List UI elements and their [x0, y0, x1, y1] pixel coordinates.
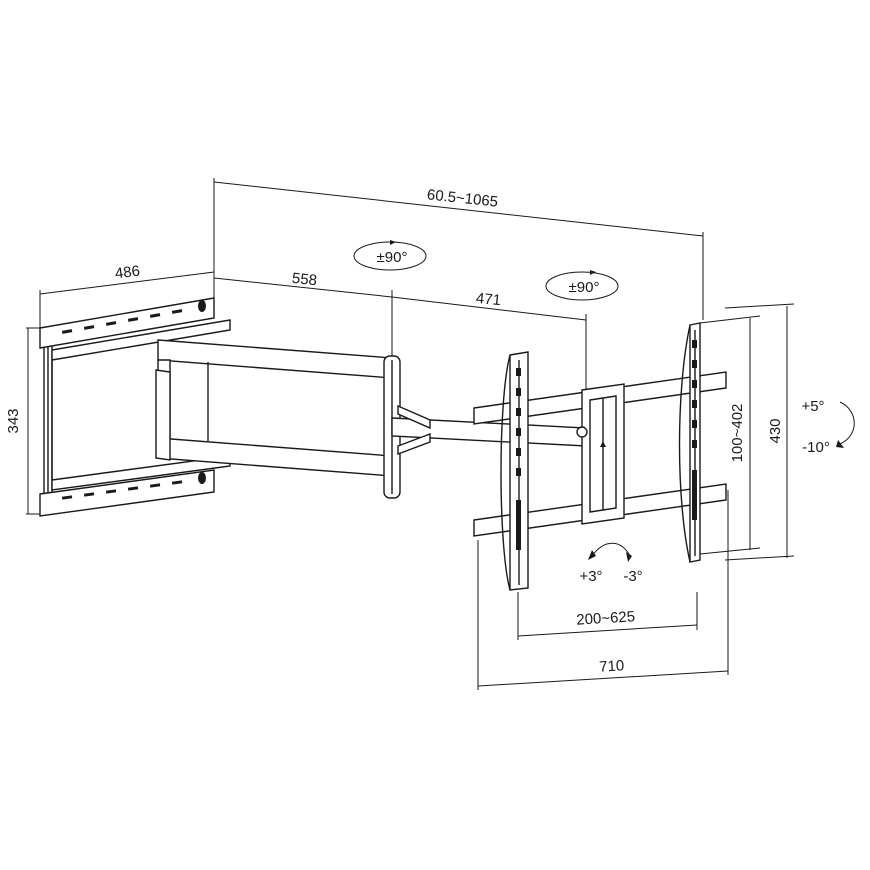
- swivel-arm1-label: ±90°: [377, 249, 408, 266]
- wall-plate-slots-bottom: [61, 472, 206, 500]
- tilt-down-label: -10°: [802, 439, 830, 456]
- tilt-up-label: +5°: [801, 398, 824, 415]
- tv-plate: [473, 322, 727, 591]
- tv-bracket-left-holes: [516, 368, 521, 550]
- rotation-indicator-arm1: ±90°: [353, 240, 427, 271]
- swivel-arm2-label: ±90°: [569, 279, 600, 296]
- dimension-wall-width: [39, 268, 215, 330]
- wall-plate: [39, 297, 231, 517]
- dimension-tv-width: [477, 490, 729, 690]
- tilt-indicator: +5° -10°: [801, 398, 855, 456]
- arm2-length-label: 471: [475, 290, 502, 310]
- dimension-arm2: [391, 296, 587, 390]
- wall-width-label: 486: [114, 263, 141, 283]
- arm-1: [155, 339, 401, 499]
- tv-height-label: 430: [767, 418, 784, 443]
- tv-width-label: 710: [599, 657, 625, 675]
- dimension-wall-height: [26, 327, 40, 515]
- dimension-vesa-horizontal: [517, 592, 698, 640]
- wall-height-label: 343: [5, 408, 22, 433]
- dimension-tv-height: [724, 303, 795, 561]
- level-plus-label: +3°: [579, 568, 602, 585]
- arm1-length-label: 558: [291, 270, 318, 290]
- rotation-indicator-arm2: ±90°: [545, 270, 619, 301]
- vesa-horizontal-label: 200~625: [576, 608, 636, 629]
- dimension-vesa-vertical: [699, 315, 761, 555]
- dimension-arm1: [213, 277, 393, 360]
- vesa-vertical-label: 100~402: [729, 404, 746, 463]
- tv-bracket-right-holes: [692, 340, 697, 520]
- wall-plate-slots-top: [61, 300, 206, 334]
- level-indicator: +3° -3°: [579, 542, 643, 585]
- level-minus-label: -3°: [623, 568, 642, 585]
